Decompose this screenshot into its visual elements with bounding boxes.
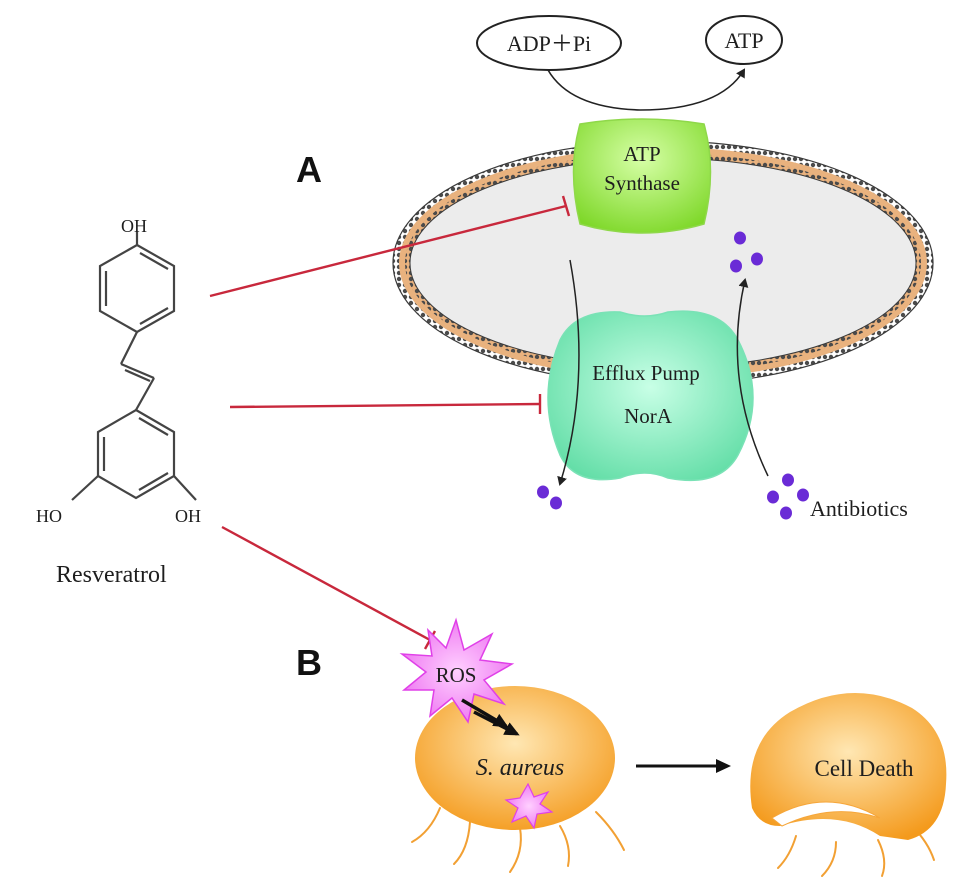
internal-ros-burst bbox=[504, 782, 554, 830]
efflux-pump-line1: Efflux Pump bbox=[592, 361, 700, 385]
efflux-out-arrow bbox=[557, 259, 580, 486]
particle bbox=[797, 488, 809, 502]
molecule-name: Resveratrol bbox=[56, 562, 167, 588]
atp-synthase bbox=[572, 118, 712, 234]
atp-label: ATP bbox=[724, 28, 763, 53]
ros-burst bbox=[399, 617, 515, 724]
molecule-ho-left: HO bbox=[36, 506, 62, 526]
particle bbox=[782, 473, 794, 487]
atp-synthase-line1: ATP bbox=[623, 142, 660, 166]
dead-cell-rupture bbox=[771, 801, 881, 827]
adp-to-atp-arrow bbox=[547, 68, 746, 111]
antibiotic-particles bbox=[537, 231, 809, 520]
s-aureus-cell bbox=[415, 686, 615, 830]
particle bbox=[751, 252, 763, 266]
panel-label-b: B bbox=[296, 642, 322, 683]
particle bbox=[734, 231, 746, 245]
particle bbox=[730, 259, 742, 273]
cell-membrane bbox=[392, 140, 934, 386]
ros-entry-arrow-1 bbox=[461, 698, 509, 728]
ros-entry-arrow-2 bbox=[473, 710, 520, 736]
molecule-oh-top: OH bbox=[121, 216, 147, 236]
cell-death-label: Cell Death bbox=[815, 756, 914, 781]
antibiotic-uptake-arrow bbox=[736, 278, 769, 477]
adp-pi-label: ADP＋Pi bbox=[507, 31, 591, 56]
s-aureus-label: S. aureus bbox=[476, 755, 564, 781]
ros-label: ROS bbox=[436, 663, 477, 687]
efflux-pump-line2: NorA bbox=[624, 404, 673, 428]
s-aureus-flagella bbox=[411, 807, 625, 873]
inhibit-atp-synthase bbox=[209, 204, 567, 298]
antibiotics-label: Antibiotics bbox=[810, 496, 908, 521]
inhibition-lines bbox=[209, 195, 571, 650]
dead-cell-body bbox=[750, 692, 947, 840]
atp-ellipse bbox=[705, 15, 783, 65]
particle bbox=[767, 490, 779, 504]
molecule-oh-right: OH bbox=[175, 506, 201, 526]
resveratrol-structure bbox=[71, 232, 197, 501]
panel-label-a: A bbox=[296, 149, 322, 190]
particle bbox=[550, 496, 562, 510]
inhibit-efflux-pump bbox=[229, 402, 541, 409]
particle bbox=[780, 506, 792, 520]
atp-synthase-line2: Synthase bbox=[604, 171, 680, 195]
particle bbox=[537, 485, 549, 499]
efflux-pump-norA bbox=[547, 310, 754, 482]
inhibit-ros bbox=[221, 525, 431, 642]
adp-pi-ellipse bbox=[476, 15, 622, 71]
